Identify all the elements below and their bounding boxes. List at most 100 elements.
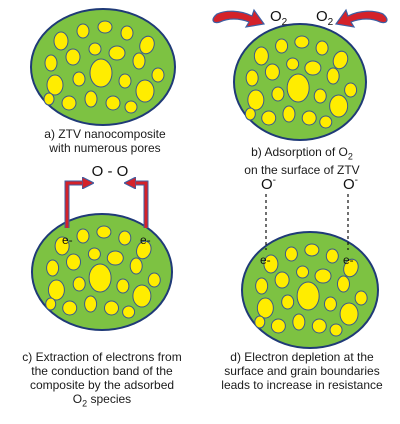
pore — [319, 115, 333, 129]
panel-d-caption-line-1: d) Electron depletion at the — [230, 350, 374, 364]
panel-c-caption-line-4-sub: 2 — [82, 398, 88, 409]
pore — [124, 100, 138, 114]
panel-b-caption-line-1-sub: 2 — [347, 151, 353, 162]
pore — [314, 268, 332, 284]
panel-d-ion-left: O- — [261, 175, 276, 193]
pore — [301, 110, 317, 126]
pore — [89, 58, 113, 88]
panel-c-right-arrow-fill — [130, 183, 148, 228]
panel-d-ion-right: O- — [343, 175, 358, 193]
panel-a-pores — [43, 20, 165, 114]
panel-c-caption-line-3: composite by the adsorbed — [29, 378, 175, 392]
pore — [271, 86, 285, 102]
panel-b-caption: b) Adsorption of O2 on the surface of ZT… — [222, 145, 382, 177]
pore — [332, 50, 349, 70]
pore — [329, 323, 343, 337]
pore — [245, 69, 259, 87]
panel-d-pores — [254, 243, 368, 337]
panel-c-caption-line-4-o: O — [72, 392, 83, 406]
pore — [46, 259, 60, 277]
pore — [281, 294, 295, 310]
panel-b-left-curved-arrow — [212, 8, 266, 28]
pore — [65, 48, 81, 66]
panel-c-o-o-label: O - O — [92, 163, 129, 180]
panel-d-caption-line-3: leads to increase in resistance — [221, 378, 383, 392]
pore — [104, 300, 119, 316]
pore — [263, 254, 279, 274]
panel-b-o2-right-label: O2 — [316, 8, 334, 28]
pore — [120, 25, 134, 41]
pore — [325, 248, 339, 264]
panel-a-caption-line-2: with numerous pores — [49, 141, 161, 155]
panel-c-caption: c) Extraction of electrons from the cond… — [4, 350, 200, 410]
pore — [244, 107, 256, 121]
pore — [261, 110, 277, 126]
pore — [344, 82, 358, 98]
pore — [354, 290, 368, 306]
panel-d-caption: d) Electron depletion at the surface and… — [205, 350, 399, 392]
pore — [45, 297, 57, 311]
panel-d-electron-left: e- — [260, 253, 271, 267]
pore — [313, 88, 327, 104]
pore — [76, 23, 90, 39]
pore — [84, 90, 98, 108]
panel-c-pores — [45, 225, 161, 319]
pore — [296, 265, 310, 279]
panel-b-caption-line-1: b) Adsorption of O2 — [222, 145, 382, 163]
pore — [282, 105, 296, 123]
panel-a-caption-line-1: a) ZTV nanocomposite — [44, 127, 166, 141]
pore — [256, 297, 274, 319]
pore — [96, 225, 112, 239]
pore — [294, 35, 310, 49]
pore — [108, 45, 126, 61]
panel-b-o2-left-label: O2 — [270, 8, 288, 28]
pore — [343, 258, 359, 278]
pore — [61, 95, 77, 111]
panel-c-caption-line-2: the conduction band of the — [31, 364, 173, 378]
panel-a-grain — [30, 8, 176, 126]
pore — [135, 79, 155, 103]
pore — [255, 277, 269, 295]
pore — [76, 228, 90, 244]
pore — [284, 246, 298, 262]
panel-c-electron-left: e- — [62, 233, 73, 247]
panel-d-caption-line-2: surface and grain boundaries — [224, 364, 380, 378]
pore — [88, 42, 102, 56]
panel-b-caption-line-2: on the surface of ZTV — [244, 163, 360, 178]
panel-d-grain — [241, 231, 379, 349]
pore — [88, 263, 112, 293]
pore — [139, 35, 155, 55]
pore — [129, 257, 143, 275]
pore — [304, 243, 320, 257]
pore — [329, 94, 349, 118]
pore — [84, 295, 98, 313]
pore — [296, 281, 320, 311]
pore — [136, 240, 152, 260]
pore — [105, 95, 121, 111]
pore — [118, 73, 132, 89]
pore — [43, 92, 55, 106]
pore — [97, 20, 113, 34]
pore — [247, 89, 265, 111]
pore — [47, 279, 65, 301]
pore — [147, 272, 161, 288]
pore — [132, 52, 146, 70]
pore — [254, 315, 266, 329]
pore — [275, 38, 289, 54]
pore — [62, 300, 78, 316]
pore — [286, 57, 300, 71]
pore — [118, 230, 132, 246]
pore — [253, 46, 269, 66]
panel-c-grain — [31, 213, 173, 331]
pore — [292, 313, 306, 331]
pore — [311, 318, 327, 334]
panel-d-electron-right: e- — [343, 253, 354, 267]
pore — [339, 302, 359, 326]
pore — [323, 296, 337, 312]
pore — [304, 60, 322, 76]
pore — [44, 54, 58, 72]
pore — [326, 67, 340, 85]
pore — [274, 271, 290, 289]
